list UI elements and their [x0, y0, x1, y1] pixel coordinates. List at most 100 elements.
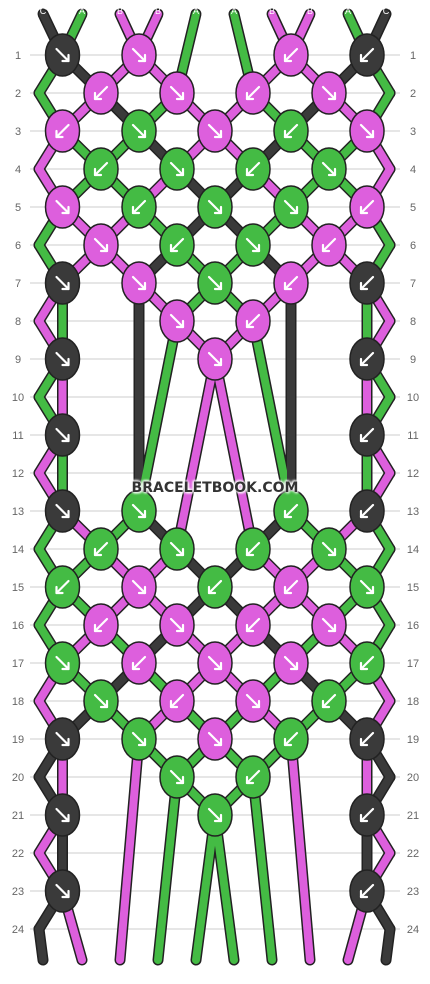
knot — [44, 489, 81, 533]
arrow-icon — [93, 237, 109, 253]
arrow-icon — [321, 161, 337, 177]
row-number-left: 9 — [15, 354, 21, 366]
knot — [273, 565, 309, 609]
arrow-icon — [283, 123, 299, 139]
arrow-icon — [245, 541, 261, 557]
arrow-icon — [55, 807, 70, 823]
row-number-right: 22 — [407, 848, 419, 860]
arrow-icon — [283, 503, 299, 519]
row-number-left: 15 — [12, 582, 24, 594]
knot — [311, 527, 347, 571]
row-number-left: 13 — [12, 506, 24, 518]
string-label-bottom: A — [345, 966, 351, 976]
string-label-top: B — [155, 6, 161, 16]
arrow-icon — [321, 237, 337, 253]
arrow-icon — [93, 161, 109, 177]
row-number-right: 16 — [407, 620, 419, 632]
string-label-bottom: B — [155, 966, 161, 976]
knot — [311, 603, 347, 647]
knot — [44, 337, 81, 381]
knot — [197, 185, 233, 229]
knot — [83, 679, 119, 723]
row-number-left: 20 — [12, 772, 24, 784]
arrow-icon — [245, 161, 261, 177]
arrow-icon — [359, 427, 375, 443]
arrow-icon — [169, 617, 185, 633]
row-number-right: 7 — [410, 278, 416, 290]
row-number-left: 1 — [15, 50, 21, 62]
knot — [159, 527, 195, 571]
arrow-icon — [169, 769, 185, 785]
watermark: BRACELETBOOK.COM — [131, 480, 299, 496]
knot — [159, 603, 195, 647]
arrow-icon — [321, 85, 337, 101]
row-number-left: 7 — [15, 278, 21, 290]
knot — [349, 185, 385, 229]
knot — [349, 413, 385, 457]
row-number-left: 22 — [12, 848, 24, 860]
thread-segment — [382, 925, 394, 964]
knot — [235, 71, 271, 115]
arrow-icon — [207, 199, 223, 215]
knot — [311, 147, 347, 191]
knot — [121, 565, 157, 609]
arrow-icon — [359, 731, 375, 747]
arrow-icon — [55, 655, 70, 671]
thread-segment — [211, 811, 238, 964]
arrow-icon — [359, 579, 375, 595]
knot — [273, 261, 309, 305]
row-number-left: 16 — [12, 620, 24, 632]
row-number-right: 13 — [407, 506, 419, 518]
row-number-left: 11 — [12, 430, 23, 442]
knot — [197, 717, 233, 761]
thread-segment — [135, 317, 181, 515]
knot — [44, 869, 81, 913]
knot — [235, 223, 271, 267]
row-number-right: 12 — [407, 468, 419, 480]
knot — [121, 33, 157, 77]
knot — [235, 299, 271, 343]
row-number-right: 14 — [407, 544, 419, 556]
arrow-icon — [169, 85, 185, 101]
arrow-icon — [359, 199, 375, 215]
arrow-icon — [359, 123, 375, 139]
arrow-icon — [55, 731, 70, 747]
arrow-icon — [207, 275, 223, 291]
arrow-icon — [169, 161, 185, 177]
arrow-icon — [55, 199, 70, 215]
thread-segment — [154, 773, 181, 964]
knot — [349, 261, 385, 305]
arrow-icon — [359, 807, 375, 823]
arrow-icon — [55, 47, 70, 63]
arrow-icon — [55, 883, 70, 899]
arrow-icon — [55, 427, 70, 443]
knot — [349, 793, 385, 837]
row-number-left: 4 — [15, 164, 21, 176]
row-number-left: 14 — [12, 544, 24, 556]
arrow-icon — [55, 275, 70, 291]
row-number-right: 20 — [407, 772, 419, 784]
string-label-bottom: A — [193, 966, 199, 976]
thread-segment — [287, 735, 314, 964]
arrow-icon — [131, 579, 147, 595]
knot — [44, 33, 81, 77]
arrow-icon — [169, 313, 185, 329]
arrow-icon — [283, 655, 299, 671]
knot — [235, 755, 271, 799]
arrow-icon — [283, 579, 299, 595]
knots — [44, 33, 385, 913]
arrow-icon — [131, 123, 147, 139]
arrow-icon — [55, 351, 70, 367]
knot — [121, 261, 157, 305]
arrow-icon — [93, 541, 109, 557]
arrow-icon — [93, 693, 109, 709]
row-number-right: 6 — [410, 240, 416, 252]
row-number-right: 19 — [407, 734, 419, 746]
string-label-top: B — [307, 6, 313, 16]
arrow-icon — [131, 731, 147, 747]
string-label-bottom: B — [117, 966, 123, 976]
arrow-icon — [207, 807, 223, 823]
arrow-icon — [283, 275, 299, 291]
arrow-icon — [169, 237, 185, 253]
knot — [197, 109, 233, 153]
